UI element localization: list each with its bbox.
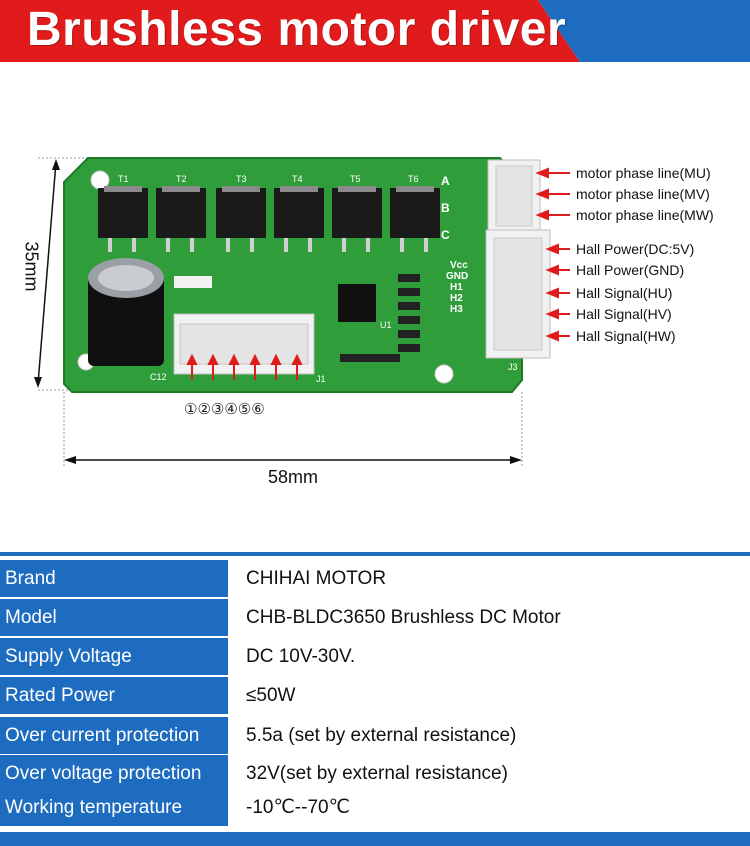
callout-hall-signal-hw: Hall Signal(HW) [576,328,676,344]
spec-row-working-temperature: Working temperature -10℃--70℃ [0,789,750,826]
spec-label: Over voltage protection [0,755,228,792]
hall-pin-h1: H1 [450,282,463,293]
page-title: Brushless motor driver [27,3,567,56]
callout-phase-mv: motor phase line(MV) [576,186,710,202]
spec-table-top-border [0,552,750,556]
spec-row-brand: Brand CHIHAI MOTOR [0,560,750,597]
chip-label: U1 [380,320,392,330]
spec-label: Supply Voltage [0,638,228,675]
phase-pin-a: A [441,174,450,188]
callout-arrows [535,167,570,342]
mosfet-label-t4: T4 [292,174,303,184]
spec-value: ≤50W [228,677,750,714]
spec-table-bottom-border [0,832,750,846]
phase-pin-b: B [441,201,450,215]
hall-pin-h2: H2 [450,293,463,304]
callout-phase-mw: motor phase line(MW) [576,207,714,223]
mosfet-t4 [274,186,324,252]
j1-connector [173,313,315,375]
height-dimension-label: 35mm [21,241,42,292]
spec-label: Model [0,599,228,636]
spec-table: Brand CHIHAI MOTOR Model CHB-BLDC3650 Br… [0,552,750,846]
board-markings: T1 T2 T3 T4 T5 T6 A B C Vcc GND H1 H2 H3… [118,174,518,384]
spec-row-over-voltage: Over voltage protection 32V(set by exter… [0,755,750,792]
phase-pin-c: C [441,228,450,242]
phase-connector [487,159,541,233]
spec-value: CHIHAI MOTOR [228,560,750,597]
mosfet-t2 [156,186,206,252]
width-dimension [63,392,523,467]
spec-label: Over current protection [0,717,228,754]
product-figure: T1 T2 T3 T4 T5 T6 A B C Vcc GND H1 H2 H3… [0,62,750,552]
mosfet-label-t5: T5 [350,174,361,184]
mosfet-row [98,186,148,252]
mosfet-label-t1: T1 [118,174,129,184]
spec-label: Rated Power [0,677,228,714]
callout-hall-signal-hu: Hall Signal(HU) [576,285,673,301]
hall-pin-gnd: GND [446,271,468,282]
spec-value: 5.5a (set by external resistance) [228,717,750,754]
pin-numbers: ①②③④⑤⑥ [184,400,265,418]
mosfet-t5 [332,186,382,252]
pin-arrows [186,353,303,380]
mosfet-label-t3: T3 [236,174,247,184]
spec-row-model: Model CHB-BLDC3650 Brushless DC Motor [0,599,750,636]
spec-label: Working temperature [0,789,228,826]
mosfet-label-t2: T2 [176,174,187,184]
controller-chip [338,284,376,322]
spec-row-rated-power: Rated Power ≤50W [0,677,750,714]
spec-value: DC 10V-30V. [228,638,750,675]
callout-hall-power-5v: Hall Power(DC:5V) [576,241,695,257]
hall-pin-h3: H3 [450,304,463,315]
hall-connector [485,229,551,359]
spec-value: CHB-BLDC3650 Brushless DC Motor [228,599,750,636]
connector-j3-label: J3 [508,362,518,372]
banner: Brushless motor driver [0,0,750,62]
pcb-illustration: T1 T2 T3 T4 T5 T6 A B C Vcc GND H1 H2 H3… [34,157,570,467]
spec-row-supply-voltage: Supply Voltage DC 10V-30V. [0,638,750,675]
spec-label: Brand [0,560,228,597]
capacitor-label: C12 [150,372,167,382]
connector-j1-label: J1 [316,374,326,384]
spec-value: 32V(set by external resistance) [228,755,750,792]
mosfet-label-t6: T6 [408,174,419,184]
width-dimension-label: 58mm [268,467,319,487]
callout-hall-power-gnd: Hall Power(GND) [576,262,685,278]
electrolytic-capacitor [88,258,164,366]
spec-row-over-current: Over current protection 5.5a (set by ext… [0,717,750,754]
hall-pin-vcc: Vcc [450,260,468,271]
spec-value: -10℃--70℃ [228,789,750,826]
mosfet-t6 [390,186,440,252]
mosfet-t3 [216,186,266,252]
callout-phase-mu: motor phase line(MU) [576,165,711,181]
callout-hall-signal-hv: Hall Signal(HV) [576,306,672,322]
smd-components [174,274,420,362]
banner-background [0,0,750,62]
